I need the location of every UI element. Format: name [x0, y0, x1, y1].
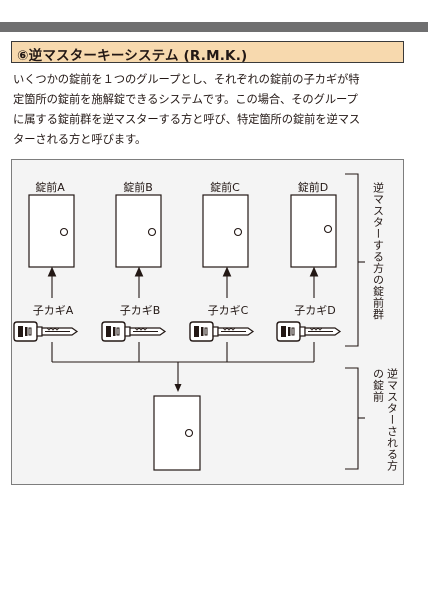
lock-label: 錠前B: [123, 180, 153, 194]
description-line: 定箇所の錠前を施解錠できるシステムです。この場合、そのグループ: [13, 93, 358, 106]
description-paragraph: いくつかの錠前を１つのグループとし、それぞれの錠前の子カギが特 定箇所の錠前を施…: [13, 70, 403, 150]
keyhole-icon: [147, 227, 157, 237]
key-icon: [276, 321, 341, 342]
section-title: ⑥逆マスターキーシステム (R.M.K.): [17, 48, 248, 64]
key-label: 子カギD: [294, 304, 335, 317]
key-label: 子カギC: [208, 304, 249, 317]
top-bar: [0, 22, 428, 32]
key-icon: [101, 321, 166, 342]
keyhole-icon: [184, 428, 194, 438]
lower-group-label-line2: の錠前: [372, 368, 385, 403]
key-connector-lines: [51, 342, 315, 385]
key-label: 子カギB: [120, 304, 161, 317]
keyhole-icon: [323, 224, 333, 234]
key-icon: [189, 321, 254, 342]
description-line: いくつかの錠前を１つのグループとし、それぞれの錠前の子カギが特: [13, 73, 360, 86]
lower-group-bracket: [345, 367, 359, 470]
lock-label: 錠前A: [35, 180, 65, 194]
down-arrow-icon: [174, 384, 182, 392]
keyhole-icon: [59, 227, 69, 237]
upper-group-bracket: [345, 173, 359, 347]
upper-group-label: 逆マスターする方の錠前群: [372, 181, 385, 320]
master-lock-door: [153, 395, 201, 471]
lock-label: 錠前D: [298, 180, 328, 194]
keyhole-icon: [233, 227, 243, 237]
description-line: に属する錠前群を逆マスターする方と呼び、特定箇所の錠前を逆マス: [13, 113, 361, 126]
key-to-lock-arrows: [47, 266, 319, 298]
key-label: 子カギA: [33, 304, 74, 317]
lower-group-label-line1: 逆マスターされる方: [386, 367, 399, 472]
key-icon: [13, 321, 78, 342]
description-line: ターされる方と呼びます。: [13, 133, 147, 146]
lock-label: 錠前C: [210, 180, 240, 194]
section-title-box: ⑥逆マスターキーシステム (R.M.K.): [11, 41, 404, 64]
